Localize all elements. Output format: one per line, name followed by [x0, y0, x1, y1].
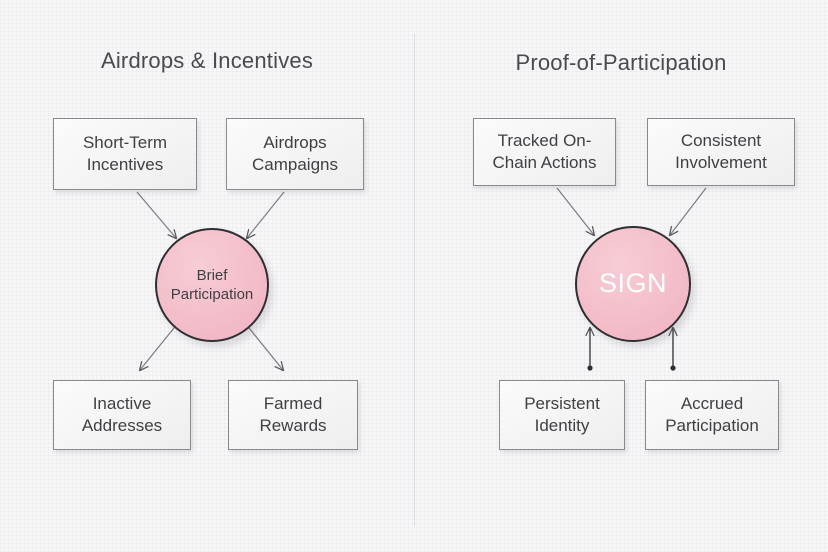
hub-left-line2: Participation: [170, 286, 254, 303]
node-left-top-2-line2: Campaigns: [252, 155, 338, 174]
arrow-left-top2-to-hub: [245, 191, 285, 240]
node-left-bottom-1[interactable]: Inactive Addresses: [53, 380, 191, 450]
node-right-top-1-line2: Chain Actions: [492, 153, 597, 172]
node-right-top-1-line1: Tracked On-: [497, 131, 592, 151]
node-right-bottom-1-line2: Identity: [534, 416, 590, 435]
node-right-bottom-1-line1: Persistent: [524, 394, 600, 414]
node-left-top-1[interactable]: Short-Term Incentives: [53, 118, 197, 190]
node-left-top-2-line1: Airdrops: [263, 133, 327, 153]
node-right-bottom-2-line2: Participation: [665, 416, 759, 435]
node-left-bottom-2-line1: Farmed: [263, 394, 323, 414]
node-right-top-2-line1: Consistent: [680, 131, 762, 151]
arrow-left-top1-to-hub: [136, 191, 178, 240]
node-left-bottom-2[interactable]: Farmed Rewards: [228, 380, 358, 450]
node-right-bottom-1[interactable]: Persistent Identity: [499, 380, 625, 450]
node-right-top-1[interactable]: Tracked On- Chain Actions: [473, 118, 616, 186]
node-left-top-1-line2: Incentives: [86, 155, 164, 174]
hub-right-sign[interactable]: SIGN: [575, 226, 691, 342]
node-left-bottom-1-line1: Inactive: [92, 394, 152, 414]
panel-title-right: Proof-of-Participation: [515, 50, 727, 75]
node-left-bottom-2-line2: Rewards: [259, 416, 327, 435]
panel-divider: [414, 34, 415, 526]
node-left-top-2[interactable]: Airdrops Campaigns: [226, 118, 364, 190]
panel-title-left: Airdrops & Incentives: [100, 48, 314, 73]
arrow-left-hub-to-bottom1: [138, 322, 179, 372]
node-left-top-1-line1: Short-Term: [82, 133, 168, 153]
node-left-bottom-1-line2: Addresses: [81, 416, 163, 435]
arrow-right-top2-to-hub: [668, 187, 707, 237]
hub-left-line1: Brief: [196, 266, 228, 284]
arrow-left-hub-to-bottom2: [244, 322, 285, 372]
hub-right-label: SIGN: [598, 268, 667, 299]
node-right-bottom-2-line1: Accrued: [680, 394, 744, 414]
hub-left-brief-participation[interactable]: Brief Participation: [155, 228, 269, 342]
arrow-right-top1-to-hub: [556, 187, 596, 237]
node-right-bottom-2[interactable]: Accrued Participation: [645, 380, 779, 450]
node-right-top-2[interactable]: Consistent Involvement: [647, 118, 795, 186]
node-right-top-2-line2: Involvement: [675, 153, 767, 172]
